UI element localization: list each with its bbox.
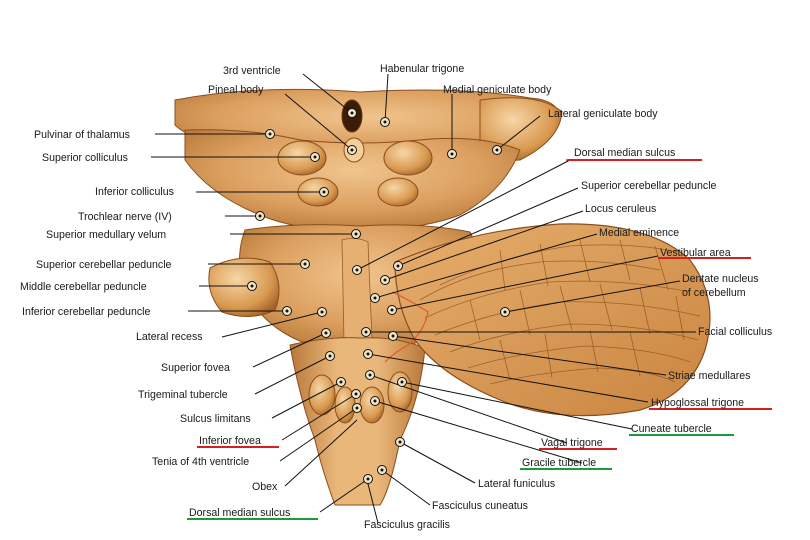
labels: 3rd ventricle Habenular trigone Pineal b… [20, 63, 772, 531]
label-medial-geniculate-body: Medial geniculate body [443, 84, 552, 96]
pointer-dot [319, 187, 329, 197]
label-underlines [187, 159, 772, 520]
label-vagal-trigone: Vagal trigone [541, 437, 603, 449]
superior-colliculus-right [383, 140, 433, 176]
pointer-dot [351, 229, 361, 239]
pointer-dot [352, 265, 362, 275]
pointer-dot [325, 351, 335, 361]
inferior-colliculus-right [377, 177, 419, 207]
pointer-dot [255, 211, 265, 221]
label-dorsal-median-sulcus-bottom: Dorsal median sulcus [189, 507, 290, 519]
label-inferior-fovea: Inferior fovea [199, 435, 261, 447]
pointer-dot [380, 275, 390, 285]
anatomy-illustration [174, 88, 711, 506]
label-fasciculus-cuneatus: Fasciculus cuneatus [432, 500, 528, 512]
label-trochlear-nerve: Trochlear nerve (IV) [78, 211, 172, 223]
label-pulvinar: Pulvinar of thalamus [34, 129, 130, 141]
medulla-region [289, 337, 426, 506]
pointer-dot [317, 307, 327, 317]
pointer-dot [447, 149, 457, 159]
pointer-dot [347, 108, 357, 118]
label-lateral-funiculus: Lateral funiculus [478, 478, 555, 490]
pointer-dot [380, 117, 390, 127]
label-inferior-colliculus: Inferior colliculus [95, 186, 174, 198]
label-cuneate-tubercle: Cuneate tubercle [631, 423, 712, 435]
pointer-dot [363, 349, 373, 359]
label-hypoglossal-trigone: Hypoglossal trigone [651, 397, 744, 409]
pointer-dot [395, 437, 405, 447]
pointer-dot [265, 129, 275, 139]
label-striae-medullares: Striae medullares [668, 370, 750, 382]
label-medial-eminence: Medial eminence [599, 227, 679, 239]
label-lateral-recess: Lateral recess [136, 331, 203, 343]
label-dorsal-median-sulcus-top: Dorsal median sulcus [574, 147, 675, 159]
label-superior-medullary-velum: Superior medullary velum [46, 229, 166, 241]
pointer-dot [347, 145, 357, 155]
label-dentate-nucleus-1: Dentate nucleus [682, 273, 759, 285]
label-tenia-4th-ventricle: Tenia of 4th ventricle [152, 456, 249, 468]
midbrain-region [184, 129, 521, 231]
cerebellum-section [394, 223, 711, 417]
pointer-dot [387, 305, 397, 315]
label-dentate-nucleus-2: of cerebellum [682, 287, 746, 299]
leader-lines [151, 73, 700, 524]
label-pineal-body: Pineal body [208, 84, 264, 96]
pointer-dot [492, 145, 502, 155]
pointer-dot [351, 389, 361, 399]
label-middle-cerebellar-peduncle: Middle cerebellar peduncle [20, 281, 147, 293]
pointer-dot [500, 307, 510, 317]
superior-colliculus-left [277, 140, 327, 176]
pointer-dot [388, 331, 398, 341]
pointer-dot [393, 261, 403, 271]
label-trigeminal-tubercle: Trigeminal tubercle [138, 389, 228, 401]
pointer-dot [361, 327, 371, 337]
pointer-dot [370, 396, 380, 406]
label-superior-colliculus: Superior colliculus [42, 152, 128, 164]
pointer-dots [247, 108, 510, 484]
label-sulcus-limitans: Sulcus limitans [180, 413, 251, 425]
pointer-dot [247, 281, 257, 291]
pointer-dot [300, 259, 310, 269]
label-superior-cerebellar-peduncle-right: Superior cerebellar peduncle [581, 180, 717, 192]
pointer-dot [377, 465, 387, 475]
middle-cerebellar-peduncle-shape [208, 257, 280, 317]
pointer-dot [365, 370, 375, 380]
label-facial-colliculus: Facial colliculus [698, 326, 772, 338]
label-superior-cerebellar-peduncle-left: Superior cerebellar peduncle [36, 259, 172, 271]
pointer-dot [370, 293, 380, 303]
label-superior-fovea: Superior fovea [161, 362, 230, 374]
label-fasciculus-gracilis: Fasciculus gracilis [364, 519, 450, 531]
pointer-dot [397, 377, 407, 387]
label-vestibular-area: Vestibular area [660, 247, 731, 259]
label-habenular-trigone: Habenular trigone [380, 63, 464, 75]
pointer-dot [363, 474, 373, 484]
pointer-dot [336, 377, 346, 387]
pointer-dot [321, 328, 331, 338]
pointer-dot [310, 152, 320, 162]
label-gracile-tubercle: Gracile tubercle [522, 457, 596, 469]
label-obex: Obex [252, 481, 278, 493]
label-third-ventricle: 3rd ventricle [223, 65, 281, 77]
label-lateral-geniculate-body: Lateral geniculate body [548, 108, 658, 120]
pointer-dot [352, 403, 362, 413]
label-inferior-cerebellar-peduncle: Inferior cerebellar peduncle [22, 306, 150, 318]
pointer-dot [282, 306, 292, 316]
label-locus-ceruleus: Locus ceruleus [585, 203, 656, 215]
section-cut-line [384, 291, 429, 363]
